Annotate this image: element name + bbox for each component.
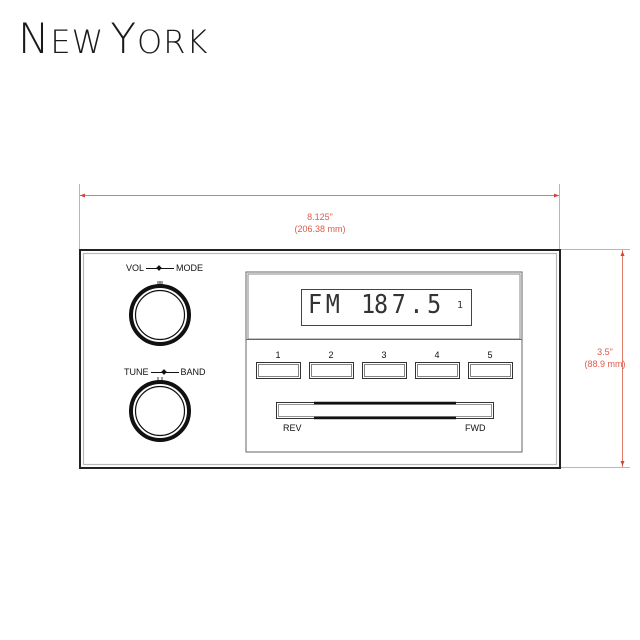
preset-3-label: 3 xyxy=(381,350,387,360)
preset-1-button[interactable] xyxy=(256,362,301,379)
preset-4-button[interactable] xyxy=(415,362,460,379)
brand-title: NEW YORK xyxy=(18,14,208,63)
width-dimension-line xyxy=(79,184,560,250)
mode-label: MODE xyxy=(176,263,204,273)
cassette-slot-shape xyxy=(276,401,494,420)
lcd-preset-indicator: 1 xyxy=(457,300,464,311)
tune-band-knob[interactable] xyxy=(130,381,190,441)
knob-vol-mode-label: VOL MODE xyxy=(126,263,203,273)
width-dimension-label: 8.125" (206.38 mm) xyxy=(270,211,370,235)
vol-mode-knob[interactable] xyxy=(130,285,190,345)
title-letters: ORK xyxy=(137,23,209,61)
preset-5-button[interactable] xyxy=(468,362,513,379)
preset-2-label: 2 xyxy=(328,350,334,360)
pointer-connector-icon xyxy=(146,267,175,269)
lcd-band: FM 1 xyxy=(308,290,379,320)
lcd-display: FM 1 87.5 1 xyxy=(302,290,470,324)
knob-vol-mode-shape xyxy=(129,281,191,346)
height-inches: 3.5" xyxy=(597,347,613,357)
preset-button-shapes xyxy=(256,362,513,379)
title-letter: N xyxy=(18,14,51,63)
width-mm: (206.38 mm) xyxy=(294,224,346,234)
knob-tune-band-label: TUNE BAND xyxy=(124,367,206,377)
height-mm: (88.9 mm) xyxy=(584,359,626,369)
preset-5-label: 5 xyxy=(487,350,493,360)
tune-label: TUNE xyxy=(124,367,149,377)
band-label: BAND xyxy=(180,367,206,377)
cassette-slot[interactable] xyxy=(276,402,494,419)
title-letter: Y xyxy=(110,14,138,63)
vol-label: VOL xyxy=(126,263,145,273)
width-inches: 8.125" xyxy=(307,212,333,222)
title-letters: EW xyxy=(50,23,105,61)
lcd-frequency: 87.5 xyxy=(374,290,445,320)
preset-2-button[interactable] xyxy=(309,362,354,379)
knob-tune-band-shape xyxy=(129,377,191,442)
height-dimension-line xyxy=(560,249,630,468)
rev-label: REV xyxy=(283,423,302,433)
height-dimension-label: 3.5" (88.9 mm) xyxy=(570,346,640,370)
fwd-label: FWD xyxy=(465,423,486,433)
preset-4-label: 4 xyxy=(434,350,440,360)
preset-1-label: 1 xyxy=(275,350,281,360)
preset-3-button[interactable] xyxy=(362,362,407,379)
pointer-connector-icon xyxy=(150,371,179,373)
